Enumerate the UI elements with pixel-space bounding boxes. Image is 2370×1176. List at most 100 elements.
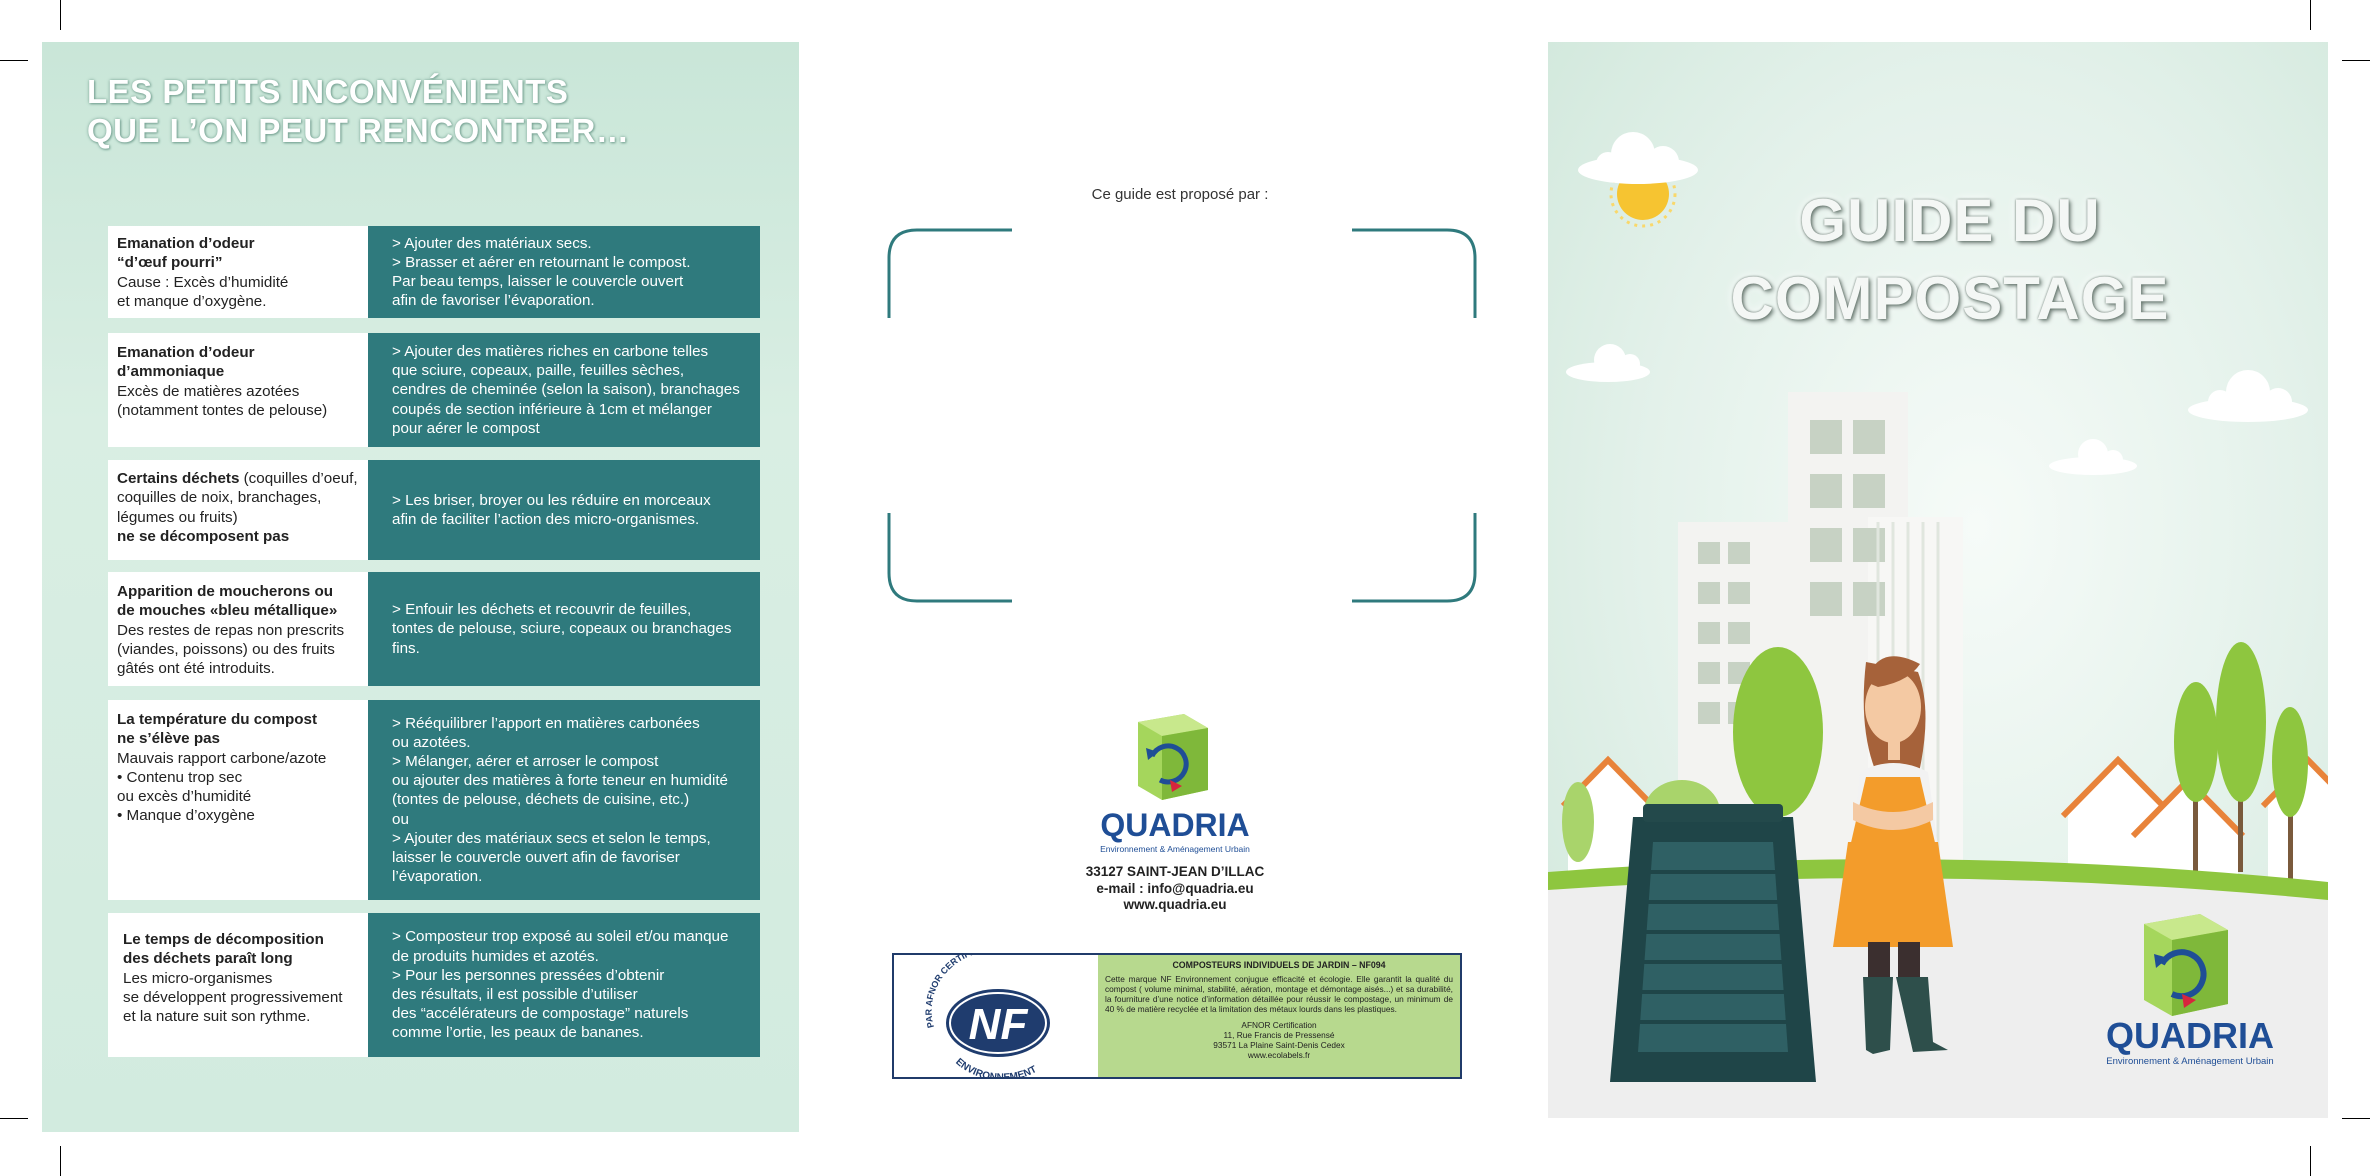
nf-address-line: AFNOR Certification	[1241, 1020, 1317, 1030]
problem-line: d’ammoniaque	[117, 363, 225, 381]
cause-line: Les micro-organismes	[123, 969, 273, 987]
solution-line: afin de faciliter l’action des micro-org…	[392, 511, 700, 528]
problem-line: de mouches «bleu métallique»	[117, 602, 338, 620]
quadria-tagline: Environnement & Aménagement Urbain	[2106, 1056, 2273, 1067]
solution-line: > Ajouter des matériaux secs.	[392, 234, 592, 252]
title-line: LES PETITS INCONVÉNIENTS	[87, 73, 569, 110]
problem-bold: Certains déchets	[117, 470, 240, 487]
issue-row-moucherons: Apparition de moucherons ou de mouches «…	[108, 572, 760, 686]
cause-line: • Contenu trop sec	[117, 768, 243, 786]
solution-line: des “accélérateurs de compostage” nature…	[392, 1005, 689, 1023]
frame-corner	[1352, 513, 1477, 603]
solution-line: > Ajouter des matières riches en carbone…	[392, 342, 709, 360]
nf-address-line: 11, Rue Francis de Pressensé	[1223, 1030, 1335, 1040]
frame-corner	[887, 228, 1012, 318]
tree	[2272, 707, 2308, 882]
problem-line: Apparition de moucherons ou	[117, 583, 334, 600]
issue-problem: Emanation d’odeur d’ammoniaque Excès de …	[108, 333, 368, 447]
quadria-tagline: Environnement & Aménagement Urbain	[1100, 844, 1250, 854]
nf-mark: NF	[969, 1000, 1029, 1049]
cloud-icon	[2049, 439, 2137, 475]
partner-frame	[887, 228, 1477, 603]
solution-line: l’évaporation.	[392, 868, 483, 886]
cause-line: ou excès d’humidité	[117, 788, 252, 806]
website-line[interactable]: www.quadria.eu	[1123, 897, 1227, 912]
issue-solution: > Enfouir les déchets et recouvrir de fe…	[368, 572, 760, 686]
solution-line: que sciure, copeaux, paille, feuilles sè…	[392, 362, 685, 380]
cause-line: Excès de matières azotées	[117, 382, 300, 400]
problem-normal: (coquilles d’oeuf,	[239, 470, 358, 487]
solution-line: > Rééquilibrer l’apport en matières carb…	[392, 714, 700, 732]
solution-line: ou	[392, 810, 409, 828]
left-panel-title: LES PETITS INCONVÉNIENTS QUE L’ON PEUT R…	[87, 72, 707, 150]
issue-problem: La température du compost ne s’élève pas…	[108, 700, 368, 900]
tree	[1562, 782, 1594, 862]
cover-title-line: COMPOSTAGE	[1730, 265, 2170, 332]
quadria-cube-icon	[1138, 714, 1208, 800]
problem-line: légumes ou fruits)	[117, 508, 238, 526]
building-windows	[1698, 420, 1885, 724]
issue-row-odeur-oeuf: Emanation d’odeur “d’œuf pourri” Cause :…	[108, 226, 760, 318]
solution-line: ou ajouter des matières à forte teneur e…	[392, 772, 729, 790]
svg-text:ENVIRONNEMENT: ENVIRONNEMENT	[953, 1056, 1038, 1077]
problem-line: Le temps de décomposition	[123, 931, 324, 948]
solution-line: > Brasser et aérer en retournant le comp…	[392, 253, 691, 271]
crop-mark	[0, 1118, 28, 1119]
crop-mark	[60, 0, 61, 30]
crop-mark	[2310, 1146, 2311, 1176]
issue-solution: > Ajouter des matériaux secs. > Brasser …	[368, 226, 760, 318]
title-line: QUE L’ON PEUT RENCONTRER…	[87, 112, 630, 149]
cloud-icon	[2188, 370, 2308, 422]
crop-mark	[60, 1146, 61, 1176]
nf-address-line: 93571 La Plaine Saint-Denis Cedex	[1213, 1040, 1345, 1050]
issue-row-decomposition: Le temps de décomposition des déchets pa…	[108, 913, 760, 1057]
proposed-by-label: Ce guide est proposé par :	[1091, 186, 1269, 203]
solution-line: (tontes de pelouse, déchets de cuisine, …	[392, 791, 690, 809]
issue-solution: > Rééquilibrer l’apport en matières carb…	[368, 700, 760, 900]
cause-line: se développent progressivement	[123, 988, 343, 1006]
address-line: 33127 SAINT-JEAN D’ILLAC	[1085, 864, 1265, 879]
solution-line: comme l’ortie, les peaux de bananes.	[392, 1024, 644, 1042]
quadria-name: QUADRIA	[2106, 1015, 2274, 1056]
problem-line: Emanation d’odeur	[117, 344, 255, 361]
issue-solution: > Les briser, broyer ou les réduire en m…	[368, 460, 760, 560]
solution-line: des résultats, il est possible d’utilise…	[392, 986, 638, 1003]
solution-line: fins.	[392, 639, 420, 657]
problem-line: “d’œuf pourri”	[117, 254, 223, 272]
cover-title-line: GUIDE DU	[1799, 187, 2101, 254]
nf-environnement-logo: NF PAR AFNOR CERTIFICATION ENVIRONNEMENT	[924, 943, 1050, 1083]
problem-line: Emanation d’odeur	[117, 235, 255, 252]
quadria-name: QUADRIA	[1100, 807, 1249, 843]
issue-row-dechets: Certains déchets (coquilles d’oeuf, coqu…	[108, 460, 760, 560]
cloud-icon	[1566, 344, 1650, 382]
email-line[interactable]: e-mail : info@quadria.eu	[1096, 880, 1254, 896]
nf-arc-bottom: ENVIRONNEMENT	[953, 1056, 1038, 1083]
crop-mark	[2342, 1118, 2370, 1119]
problem-line: ne se décomposent pas	[117, 527, 290, 545]
cause-line: et la nature suit son rythme.	[123, 1008, 311, 1026]
cover-title: GUIDE DU COMPOSTAGE	[1660, 182, 2240, 338]
cause-line: (viandes, poissons) ou des fruits	[117, 640, 335, 658]
issue-row-ammoniaque: Emanation d’odeur d’ammoniaque Excès de …	[108, 333, 760, 447]
nf-text: COMPOSTEURS INDIVIDUELS DE JARDIN – NF09…	[1098, 955, 1460, 1077]
nf-description: Cette marque NF Environnement conjugue e…	[1105, 974, 1453, 1014]
cloud-icon	[1578, 132, 1698, 184]
problem-line: Certains déchets (coquilles d’oeuf,	[117, 469, 358, 488]
cause-line: gâtés ont été introduits.	[117, 660, 275, 678]
solution-line: > Mélanger, aérer et arroser le compost	[392, 752, 659, 770]
crop-mark	[2310, 0, 2311, 30]
problem-line: ne s’élève pas	[117, 730, 221, 748]
crop-mark	[0, 60, 28, 61]
problem-line: coquilles de noix, branchages,	[117, 489, 322, 507]
nf-website-line[interactable]: www.ecolabels.fr	[1247, 1050, 1311, 1060]
problem-line: La température du compost	[117, 711, 318, 728]
issue-solution: > Composteur trop exposé au soleil et/ou…	[368, 913, 760, 1057]
cause-line: (notamment tontes de pelouse)	[117, 401, 328, 419]
crop-mark	[2342, 60, 2370, 61]
quadria-cube-icon	[2144, 914, 2228, 1016]
quadria-logo: QUADRIA Environnement & Aménagement Urba…	[1100, 714, 1250, 854]
solution-line: > Enfouir les déchets et recouvrir de fe…	[392, 601, 692, 619]
cause-line: • Manque d’oxygène	[117, 807, 255, 825]
solution-line: laisser le couvercle ouvert afin de favo…	[392, 849, 680, 866]
issue-solution: > Ajouter des matières riches en carbone…	[368, 333, 760, 447]
